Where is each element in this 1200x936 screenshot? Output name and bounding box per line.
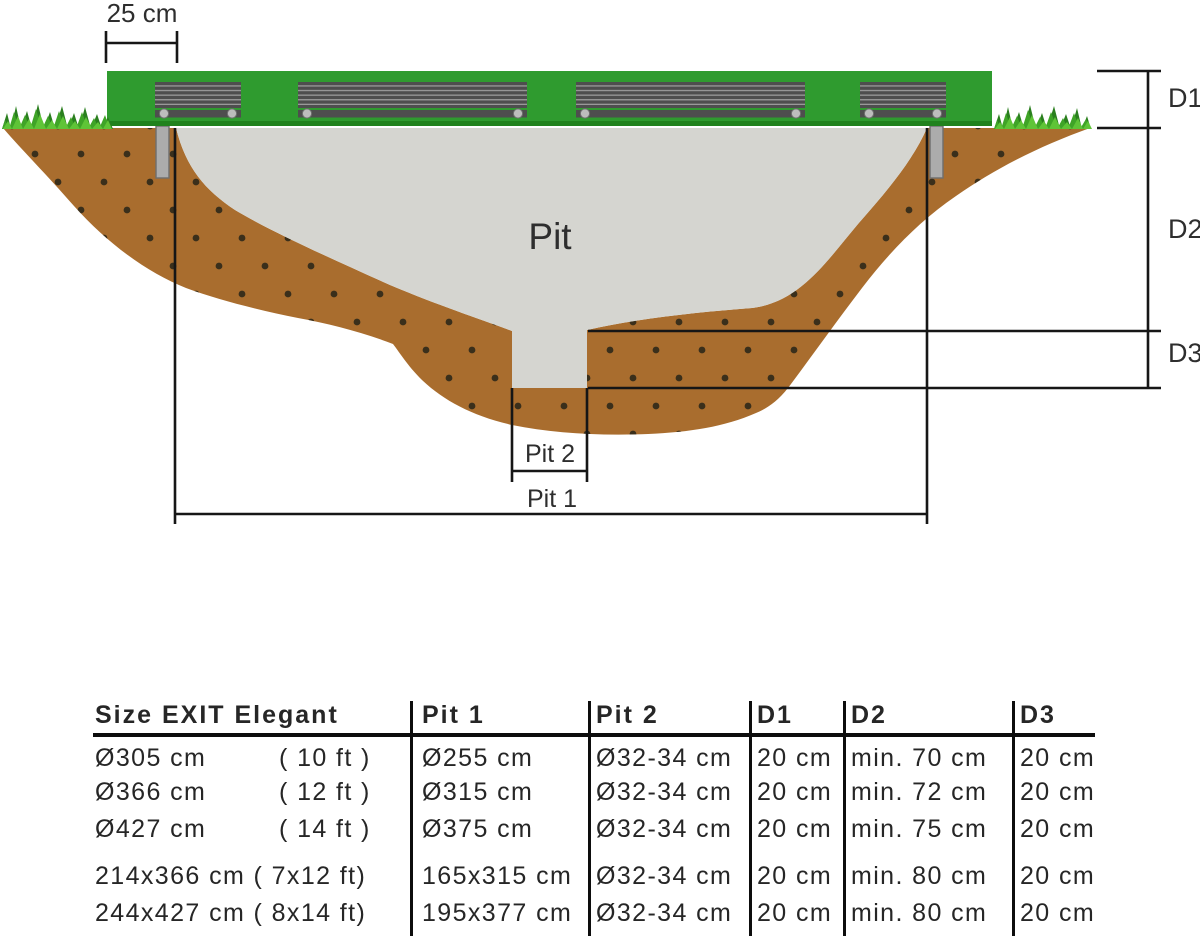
column-divider: [410, 701, 413, 936]
size-value: 244x427 cm: [95, 899, 246, 927]
pit2-cell: Ø32-34 cm: [596, 815, 733, 843]
d1-cell: 20 cm: [757, 862, 833, 890]
d3-label: D3: [1168, 338, 1200, 368]
grass-right: [994, 105, 1092, 129]
size-value: Ø305 cm: [95, 744, 207, 772]
pit1-cell: Ø255 cm: [422, 744, 534, 772]
table-header-row: Size EXIT Elegant Pit 1 Pit 2 D1 D2 D3: [93, 698, 1107, 732]
column-header: Size EXIT Elegant: [95, 701, 339, 729]
pit2-cell: Ø32-34 cm: [596, 899, 733, 927]
table-row: Ø427 cm ( 14 ft ) Ø375 cm Ø32-34 cm 20 cm min…: [93, 812, 1107, 846]
pit1-label: Pit 1: [527, 485, 577, 513]
pit1-cell: 165x315 cm: [422, 862, 573, 890]
table-row: Ø366 cm ( 12 ft ) Ø315 cm Ø32-34 cm 20 cm min…: [93, 775, 1107, 809]
rivet-icon: [931, 108, 943, 119]
column-divider: [1012, 701, 1015, 936]
rivet-icon: [158, 108, 170, 119]
column-divider: [843, 701, 846, 936]
size-feet-value: ( 8x14 ft): [245, 899, 367, 927]
column-header: D2: [851, 701, 887, 729]
size-feet-value: ( 12 ft ): [279, 778, 371, 806]
spec-table: Size EXIT Elegant Pit 1 Pit 2 D1 D2 D3 Ø305 c…: [93, 696, 1107, 936]
d1-label: D1: [1168, 83, 1200, 113]
d3-cell: 20 cm: [1020, 862, 1096, 890]
anchor-post-right: [929, 125, 944, 179]
d2-cell: min. 70 cm: [851, 744, 988, 772]
dimension-depth-scale: [588, 69, 1161, 390]
vent-grille: [576, 82, 805, 119]
header-underline: [93, 733, 1095, 737]
d3-cell: 20 cm: [1020, 899, 1096, 927]
d1-cell: 20 cm: [757, 744, 833, 772]
trampoline-frame: [107, 71, 992, 126]
d1-cell: 20 cm: [757, 815, 833, 843]
column-header: D3: [1020, 701, 1056, 729]
size-cell: Ø305 cm ( 10 ft ): [95, 741, 410, 775]
size-feet-value: ( 14 ft ): [279, 815, 371, 843]
dimension-pit1-extent: [173, 128, 929, 524]
size-value: 214x366 cm: [95, 862, 246, 890]
column-divider: [749, 701, 752, 936]
d3-cell: 20 cm: [1020, 744, 1096, 772]
anchor-post-left: [155, 125, 170, 179]
size-cell: 244x427 cm ( 8x14 ft): [95, 896, 410, 930]
installation-diagram: 25 cm Pit D1 D2 D3 Pit 2 Pit 1: [2, 0, 1200, 524]
table-row: 214x366 cm ( 7x12 ft) 165x315 cm Ø32-34 cm…: [93, 859, 1107, 893]
pit1-cell: Ø315 cm: [422, 778, 534, 806]
dimension-25cm: [104, 31, 179, 63]
pit2-cell: Ø32-34 cm: [596, 862, 733, 890]
size-feet-value: ( 10 ft ): [279, 744, 371, 772]
d2-label: D2: [1168, 214, 1200, 244]
d2-cell: min. 80 cm: [851, 899, 988, 927]
column-header: Pit 2: [596, 701, 659, 729]
table-row: 244x427 cm ( 8x14 ft) 195x377 cm Ø32-34 cm…: [93, 896, 1107, 930]
pit2-label: Pit 2: [525, 440, 575, 468]
table-row: Ø305 cm ( 10 ft ) Ø255 cm Ø32-34 cm 20 cm min…: [93, 741, 1107, 775]
size-cell: Ø366 cm ( 12 ft ): [95, 775, 410, 809]
column-header: D1: [757, 701, 793, 729]
d2-cell: min. 72 cm: [851, 778, 988, 806]
rivet-icon: [301, 108, 313, 119]
column-header: Pit 1: [422, 701, 485, 729]
pit2-cell: Ø32-34 cm: [596, 744, 733, 772]
rivet-icon: [863, 108, 875, 119]
d3-cell: 20 cm: [1020, 778, 1096, 806]
pit-label: Pit: [528, 216, 572, 257]
size-cell: Ø427 cm ( 14 ft ): [95, 812, 410, 846]
rivet-icon: [579, 108, 591, 119]
size-cell: 214x366 cm ( 7x12 ft): [95, 859, 410, 893]
dimension-pit2-extent: [510, 388, 589, 482]
d1-cell: 20 cm: [757, 778, 833, 806]
pit1-cell: 195x377 cm: [422, 899, 573, 927]
rivet-icon: [790, 108, 802, 119]
diagram-area: 25 cm Pit D1 D2 D3 Pit 2 Pit 1: [2, 0, 1200, 524]
d3-cell: 20 cm: [1020, 815, 1096, 843]
ground-anchors: [155, 125, 944, 179]
d2-cell: min. 80 cm: [851, 862, 988, 890]
column-divider: [588, 701, 591, 936]
rivet-icon: [226, 108, 238, 119]
dimension-lines: [104, 31, 1161, 524]
grass-left: [2, 104, 113, 129]
d2-cell: min. 75 cm: [851, 815, 988, 843]
offset-label: 25 cm: [107, 0, 178, 28]
d1-cell: 20 cm: [757, 899, 833, 927]
rivet-icon: [512, 108, 524, 119]
size-value: Ø366 cm: [95, 778, 207, 806]
pit-cavity: [176, 128, 927, 388]
size-feet-value: ( 7x12 ft): [245, 862, 367, 890]
vent-grille: [860, 82, 946, 119]
vent-grille: [298, 82, 527, 119]
size-value: Ø427 cm: [95, 815, 207, 843]
vent-grille: [155, 82, 241, 119]
pit1-cell: Ø375 cm: [422, 815, 534, 843]
pit2-cell: Ø32-34 cm: [596, 778, 733, 806]
